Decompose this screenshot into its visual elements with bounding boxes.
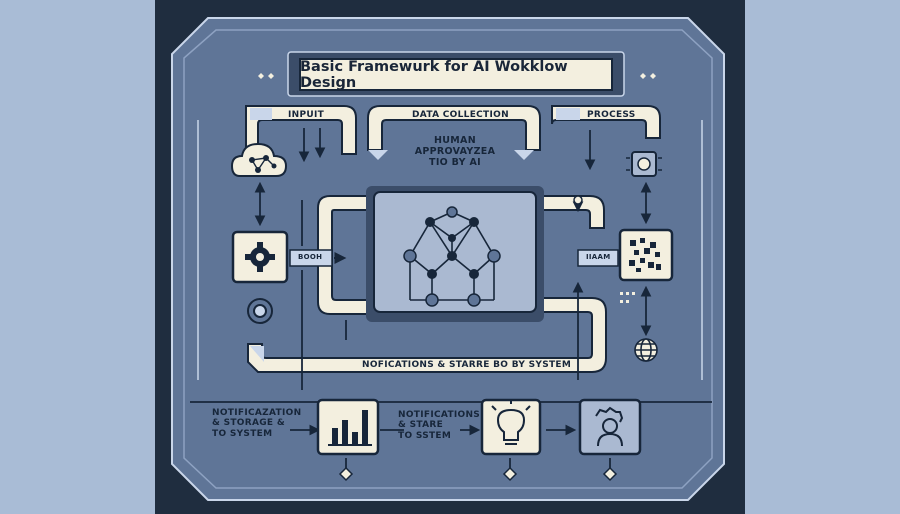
- left-connector-label: BOOH: [298, 253, 323, 261]
- right-connector-label: IIAAM: [586, 253, 611, 261]
- notifications-left-label: NOTIFICAZATION & STORAGE & TO SYSTEM: [212, 408, 302, 439]
- person-gear-box: [578, 398, 642, 456]
- human-approval-label: HUMAN APPROVAYZEA TIO BY AI: [414, 135, 496, 168]
- qr-box: [618, 228, 674, 282]
- input-label: INPUIT: [288, 110, 325, 120]
- globe-icon: [634, 338, 658, 362]
- process-label: PROCESS: [587, 110, 636, 120]
- board-side-brackets: [197, 120, 703, 380]
- dot-ticks: [620, 292, 635, 303]
- notifications-mid-label: NOFICATIONS & STARRE BO BY SYSTEM: [362, 360, 572, 370]
- input-tab: [250, 108, 272, 120]
- gear-puzzle-icon: [245, 242, 275, 272]
- title-decor: [258, 73, 656, 79]
- data-collection-label: DATA COLLECTION: [412, 110, 509, 120]
- neural-network-nodes: [403, 206, 501, 307]
- process-tab: [556, 108, 580, 120]
- data-tab-left: [368, 150, 388, 160]
- title-banner: [299, 58, 613, 91]
- left-loop-pipe: [317, 195, 373, 315]
- right-loop-pipe: [539, 195, 605, 229]
- qr-pattern-icon: [629, 238, 661, 272]
- data-tab-right: [514, 150, 534, 160]
- notifications-center-label: NOTIFICATIONS & STARE TO SSTEM: [398, 410, 481, 441]
- person-gear-icon: [595, 406, 624, 447]
- input-pipe: [245, 105, 357, 155]
- chip-icon: [626, 151, 662, 177]
- lightbulb-box: [480, 398, 542, 456]
- bottom-diamonds: [338, 466, 618, 482]
- page-title: Basic Framewurk for AI Wokklow Design: [300, 58, 568, 91]
- right-connector-box: [577, 249, 619, 267]
- target-icon: [247, 298, 273, 324]
- board-inner-border: [183, 29, 713, 489]
- bar-chart-icon: [328, 410, 372, 446]
- left-margin: [0, 0, 155, 514]
- lower-pipe-tab: [250, 346, 264, 362]
- left-connector-box: [289, 249, 333, 267]
- lightbulb-icon: [491, 400, 531, 445]
- right-margin: [745, 0, 900, 514]
- cloud-network-icon: [230, 142, 288, 177]
- flow-arrows: [254, 128, 652, 390]
